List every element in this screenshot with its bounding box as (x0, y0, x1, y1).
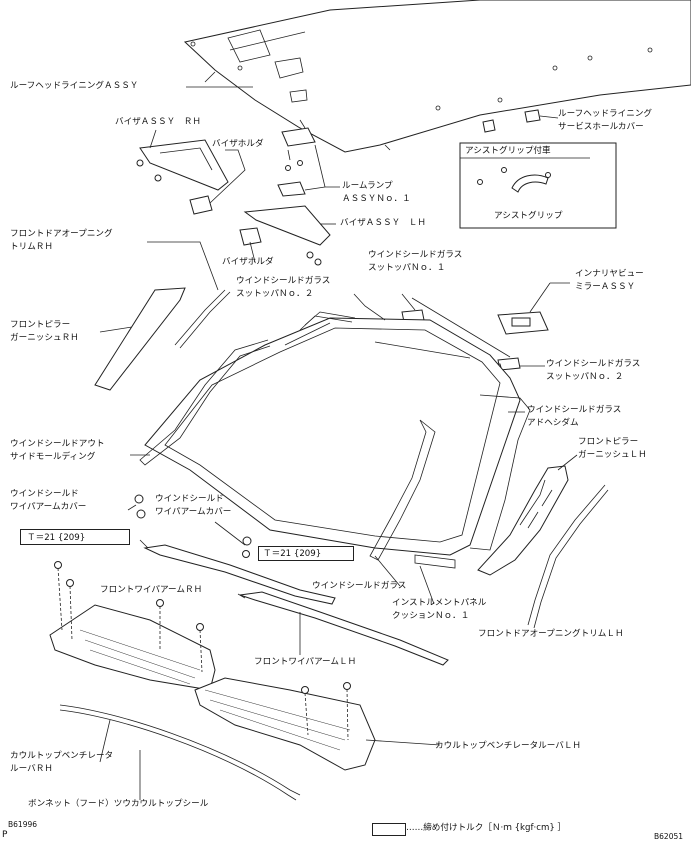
visor-lh-shape (239, 205, 331, 266)
label-ws-wiper-cover-left: ウインドシールド ワイパアームカバー (10, 489, 87, 512)
assist-grip-shape (459, 142, 617, 229)
roof-headlining-shape (183, 0, 691, 153)
label-front-door-trim-lh: フロントドアオープニングトリムＬＨ (478, 629, 624, 639)
dashed-lines (57, 567, 349, 741)
label-visor-holder-lower: バイザホルダ (222, 257, 274, 267)
label-visor-holder-upper: バイザホルダ (212, 139, 264, 149)
label-front-pillar-lh: フロントピラー ガーニッシュＬＨ (578, 437, 647, 460)
figure-code-p: P (2, 830, 8, 840)
visor-rh-shape (136, 139, 229, 215)
figure-code-right: B62051 (654, 832, 684, 841)
figure-code-left: B61996 (8, 820, 38, 829)
label-bonnet-seal: ボンネット（フード）ツウカウルトップシール (28, 799, 209, 809)
label-front-wiper-rh: フロントワイパアームＲＨ (100, 585, 203, 595)
label-inner-mirror: インナリヤビュー ミラーＡＳＳＹ (575, 269, 644, 292)
label-assist-grip-header: アシストグリップ付車 (465, 146, 551, 156)
label-ws-glass: ウインドシールドガラス (312, 581, 407, 591)
label-front-wiper-lh: フロントワイパアームＬＨ (254, 657, 357, 667)
service-hole-cover-shape (482, 109, 541, 133)
label-front-door-trim-rh: フロントドアオープニング トリムＲＨ (10, 229, 113, 252)
label-ws-wiper-cover-center: ウインドシールド ワイパアームカバー (155, 494, 232, 517)
room-lamp-shape (277, 119, 316, 197)
label-instrument-panel-cushion: インストルメントパネル クッションＮｏ．１ (392, 598, 487, 621)
front-door-trim-lh-shape (527, 484, 609, 629)
label-cowl-louver-rh: カウルトップベンチレータ ルーバＲＨ (10, 751, 114, 774)
bonnet-seal-shape (59, 704, 301, 801)
torque-box-left: Ｔ＝21 {209} (20, 529, 130, 545)
label-roof-headlining: ルーフヘッドライニングＡＳＳＹ (10, 81, 139, 91)
legend-text: ……締め付けトルク［Ｎ·ｍ {kgf·cm} ］ (406, 823, 567, 833)
label-ws-outside-molding: ウインドシールドアウト サイドモールディング (10, 439, 105, 462)
torque-value-left: Ｔ＝21 {209} (27, 533, 86, 543)
strip-shapes (139, 311, 531, 569)
windshield-shape (144, 317, 521, 556)
legend-box (372, 823, 406, 836)
label-ws-stopper-2-upper: ウインドシールドガラス スットッパＮｏ．２ (236, 276, 331, 299)
leader-lines (99, 86, 578, 800)
label-room-lamp: ルームランプ ＡＳＳＹＮｏ．１ (342, 181, 411, 204)
front-pillar-rh-shape (94, 287, 186, 391)
label-assist-grip: アシストグリップ (494, 211, 563, 221)
label-cowl-louver-lh: カウルトップベンチレータルーバＬＨ (435, 741, 582, 751)
label-front-pillar-rh: フロントピラー ガーニッシュＲＨ (10, 320, 79, 343)
label-ws-stopper-1: ウインドシールドガラス スットッパＮｏ．１ (368, 250, 463, 273)
label-roof-service-hole-cover: ルーフヘッドライニング サービスホールカバー (558, 109, 653, 132)
front-door-trim-rh-shape (174, 289, 231, 349)
bolt-shapes (54, 494, 351, 694)
label-ws-adhesive-dam: ウインドシールドガラス アドヘシダム (527, 405, 622, 428)
inner-mirror-shape (497, 282, 551, 335)
torque-box-right: Ｔ＝21 {209} (258, 546, 354, 561)
wiper-arm-shapes (143, 544, 449, 666)
front-pillar-lh-shape (477, 465, 569, 576)
cowl-louver-shapes (49, 604, 376, 771)
label-visor-rh: バイザＡＳＳＹ ＲＨ (115, 117, 201, 127)
label-visor-lh: バイザＡＳＳＹ ＬＨ (340, 218, 426, 228)
torque-value-right: Ｔ＝21 {209} (263, 549, 322, 559)
label-ws-stopper-2-right: ウインドシールドガラス スットッパＮｏ．２ (546, 359, 641, 382)
